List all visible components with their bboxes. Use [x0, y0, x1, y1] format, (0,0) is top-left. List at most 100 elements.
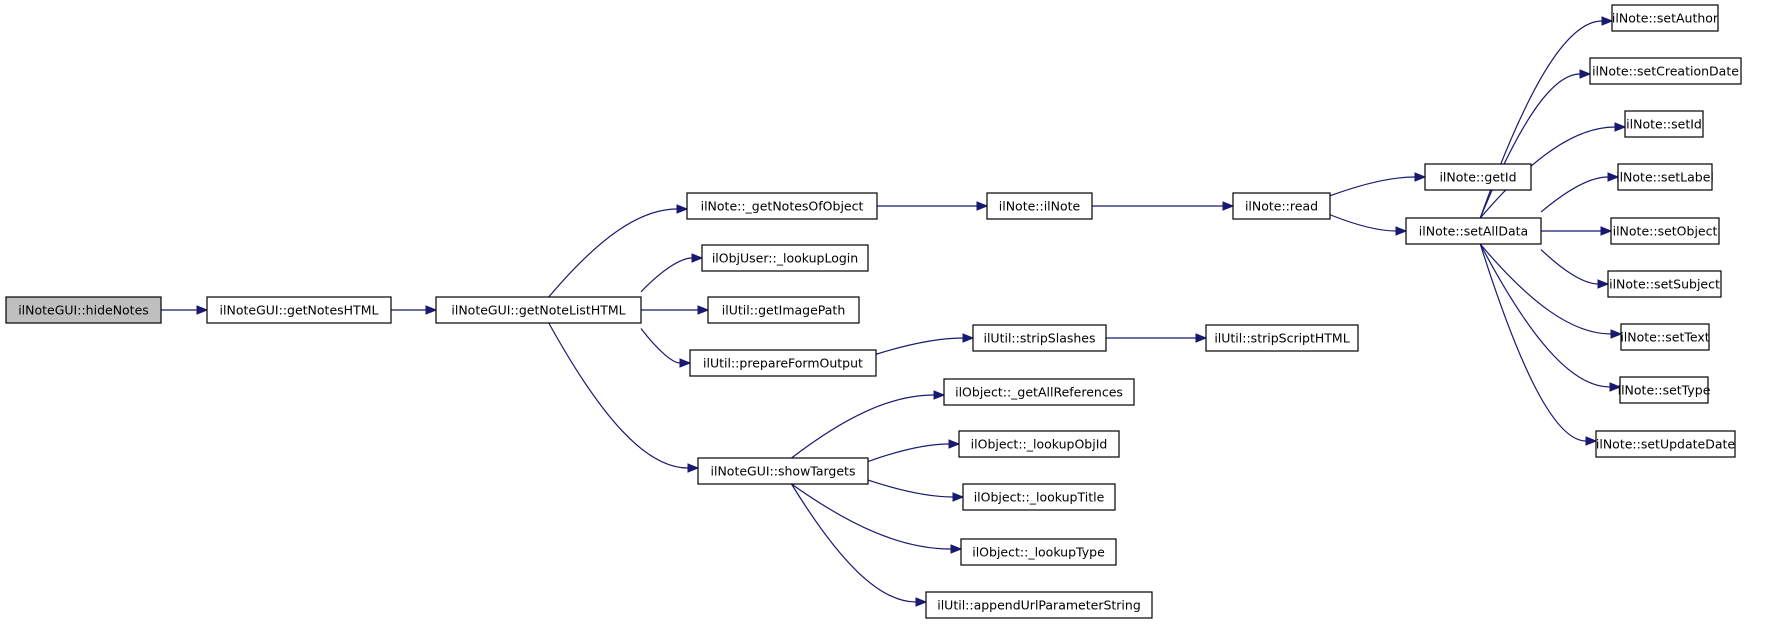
node-layer: ilNoteGUI::hideNotes ilNoteGUI::getNotesH… — [5, 4, 1742, 619]
node-label: ilUtil::getImagePath — [722, 303, 846, 318]
node-box — [1610, 217, 1720, 245]
edge-showTargets-to-lookupType — [791, 483, 963, 554]
node-box — [1424, 163, 1532, 191]
node-box — [1620, 323, 1710, 351]
edge-setAllData-to-setUpdateDate — [1479, 243, 1598, 446]
node-label: ilUtil::stripScriptHTML — [1214, 331, 1349, 346]
node-label: ilNote::setObject — [1613, 224, 1718, 239]
node-box — [960, 538, 1117, 566]
node-setObject[interactable]: ilNote::setObject — [1610, 217, 1720, 245]
node-label: ilUtil::prepareFormOutput — [703, 356, 863, 371]
node-lookupObjId[interactable]: ilObject::_lookupObjId — [958, 430, 1120, 458]
node-label: ilNoteGUI::getNotesHTML — [220, 303, 379, 318]
node-box — [958, 430, 1120, 458]
node-box — [943, 378, 1135, 406]
edge-read-to-getId — [1329, 172, 1427, 197]
node-ilNote[interactable]: ilNote::ilNote — [986, 192, 1093, 220]
node-box — [1607, 270, 1722, 298]
node-appendUrl[interactable]: ilUtil::appendUrlParameterString — [925, 591, 1153, 619]
node-getNotesHTML[interactable]: ilNoteGUI::getNotesHTML — [206, 296, 392, 324]
edge-prepareFormOutput-to-stripSlashes — [875, 333, 975, 355]
node-getNotesOfObject[interactable]: ilNote::_getNotesOfObject — [686, 192, 878, 220]
node-label: ilUtil::appendUrlParameterString — [937, 598, 1141, 613]
node-label: ilNote::setAllData — [1419, 224, 1528, 239]
edge-getNoteListHTML-to-prepareFormOutput — [640, 328, 692, 368]
node-setId[interactable]: ilNote::setId — [1624, 110, 1704, 138]
node-label: ilNote::setCreationDate — [1592, 64, 1739, 79]
node-read[interactable]: ilNote::read — [1232, 192, 1331, 220]
node-box — [1617, 163, 1713, 191]
node-setType[interactable]: ilNote::setType — [1618, 376, 1711, 404]
node-box — [986, 192, 1093, 220]
node-setAuthor[interactable]: ilNote::setAuthor — [1611, 4, 1719, 32]
node-label: ilNote::setSubject — [1609, 277, 1720, 292]
node-getNoteListHTML[interactable]: ilNoteGUI::getNoteListHTML — [435, 296, 642, 324]
node-prepareFormOutput[interactable]: ilUtil::prepareFormOutput — [689, 349, 877, 377]
node-setText[interactable]: ilNote::setText — [1620, 323, 1710, 351]
edge-setAllData-to-setId — [1479, 122, 1627, 219]
node-box — [1232, 192, 1331, 220]
edge-hideNotes-to-getNotesHTML — [161, 305, 209, 315]
node-label: ilNote::setUpdateDate — [1596, 437, 1736, 452]
node-setAllData[interactable]: ilNote::setAllData — [1405, 217, 1542, 245]
node-setUpdateDate[interactable]: ilNote::setUpdateDate — [1595, 430, 1736, 458]
node-setLabel[interactable]: ilNote::setLabel — [1616, 163, 1714, 191]
node-box — [1205, 324, 1359, 352]
node-box — [1619, 376, 1709, 404]
edge-getNoteListHTML-to-lookupLogin — [640, 253, 704, 293]
edge-setAllData-to-setType — [1479, 243, 1622, 392]
edge-showTargets-to-lookupObjId — [867, 439, 961, 463]
node-lookupLogin[interactable]: ilObjUser::_lookupLogin — [701, 244, 869, 272]
edge-showTargets-to-appendUrl — [790, 483, 928, 607]
node-label: ilNote::read — [1245, 199, 1318, 214]
node-getId[interactable]: ilNote::getId — [1424, 163, 1532, 191]
node-label: ilNoteGUI::hideNotes — [18, 303, 149, 318]
node-box — [686, 192, 878, 220]
node-label: ilObject::_getAllReferences — [955, 385, 1123, 400]
edge-showTargets-to-lookupTitle — [867, 479, 965, 502]
node-label: ilNoteGUI::showTargets — [711, 464, 856, 479]
node-box — [5, 296, 162, 324]
node-lookupTitle[interactable]: ilObject::_lookupTitle — [962, 483, 1116, 511]
node-box — [435, 296, 642, 324]
node-box — [972, 324, 1107, 352]
node-getAllReferences[interactable]: ilObject::_getAllReferences — [943, 378, 1135, 406]
node-stripScriptHTML[interactable]: ilUtil::stripScriptHTML — [1205, 324, 1359, 352]
edge-showTargets-to-getAllReferences — [791, 390, 946, 459]
node-box — [925, 591, 1153, 619]
node-label: ilNote::setLabel — [1616, 170, 1714, 185]
node-label: ilObject::_lookupType — [972, 545, 1105, 560]
node-box — [1595, 430, 1736, 458]
node-label: ilNote::setId — [1626, 117, 1702, 132]
edge-ilNote-to-read — [1092, 201, 1235, 211]
node-label: ilObjUser::_lookupLogin — [712, 251, 858, 266]
node-getImagePath[interactable]: ilUtil::getImagePath — [707, 296, 860, 324]
edge-setAllData-to-setObject — [1541, 226, 1613, 236]
node-box — [962, 483, 1116, 511]
edge-setAllData-to-setCreationDate — [1479, 69, 1592, 219]
edge-setAllData-to-setLabel — [1540, 172, 1620, 213]
edge-getNoteListHTML-to-showTargets — [548, 322, 700, 473]
edge-getNoteListHTML-to-getImagePath — [641, 305, 710, 315]
node-box — [1405, 217, 1542, 245]
node-lookupType[interactable]: ilObject::_lookupType — [960, 538, 1117, 566]
node-hideNotes[interactable]: ilNoteGUI::hideNotes — [5, 296, 162, 324]
node-label: ilNote::setText — [1620, 330, 1709, 345]
node-label: ilNoteGUI::getNoteListHTML — [451, 303, 625, 318]
edge-layer — [161, 16, 1627, 607]
edge-setAllData-to-setSubject — [1540, 249, 1610, 289]
edge-getNoteListHTML-to-getNotesOfObject — [548, 204, 689, 298]
node-box — [1611, 4, 1719, 32]
node-label: ilUtil::stripSlashes — [983, 331, 1095, 346]
node-label: ilNote::_getNotesOfObject — [701, 199, 864, 214]
node-box — [1589, 57, 1742, 85]
node-stripSlashes[interactable]: ilUtil::stripSlashes — [972, 324, 1107, 352]
node-setCreationDate[interactable]: ilNote::setCreationDate — [1589, 57, 1742, 85]
node-showTargets[interactable]: ilNoteGUI::showTargets — [697, 457, 869, 485]
node-setSubject[interactable]: ilNote::setSubject — [1607, 270, 1722, 298]
node-box — [707, 296, 860, 324]
node-label: ilObject::_lookupTitle — [974, 490, 1105, 505]
edge-read-to-setAllData — [1329, 214, 1408, 236]
edge-getNotesOfObject-to-ilNote — [877, 201, 989, 211]
